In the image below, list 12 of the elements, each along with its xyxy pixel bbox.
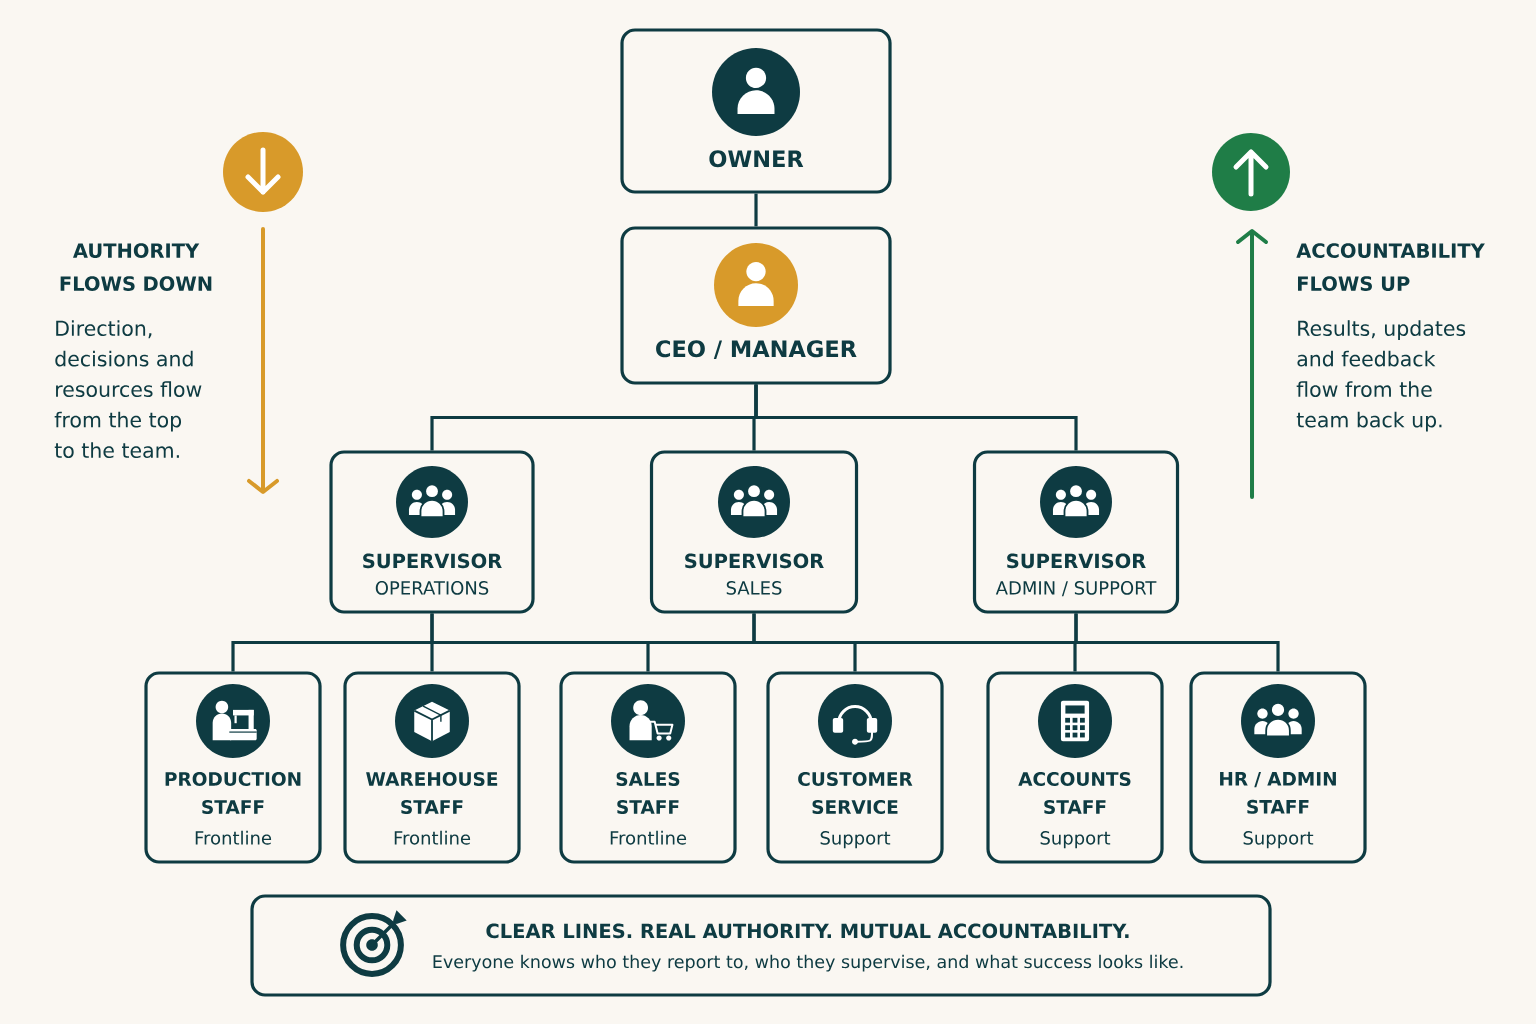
connector-line	[752, 613, 857, 672]
banner-box: CLEAR LINES. REAL AUTHORITY. MUTUAL ACCOUNTABILITY. Everyone knows who they report to, who they supervise, and what success looks like.	[250, 894, 1272, 997]
connector-line	[430, 613, 434, 672]
description-text: Results, updates and feedback flow from the team back up.	[1296, 320, 1466, 432]
heading: AUTHORITY FLOWS DOWN	[60, 243, 212, 291]
heading: ACCOUNTABILITY FLOWS UP	[1296, 243, 1485, 291]
connector-line	[754, 193, 758, 227]
connector-line	[1074, 613, 1280, 672]
description-text: Direction, decisions and resources flow from the top to the team.	[54, 320, 202, 459]
connector-line	[754, 384, 1078, 451]
connector-line	[432, 640, 648, 645]
connector-line	[855, 640, 1075, 645]
